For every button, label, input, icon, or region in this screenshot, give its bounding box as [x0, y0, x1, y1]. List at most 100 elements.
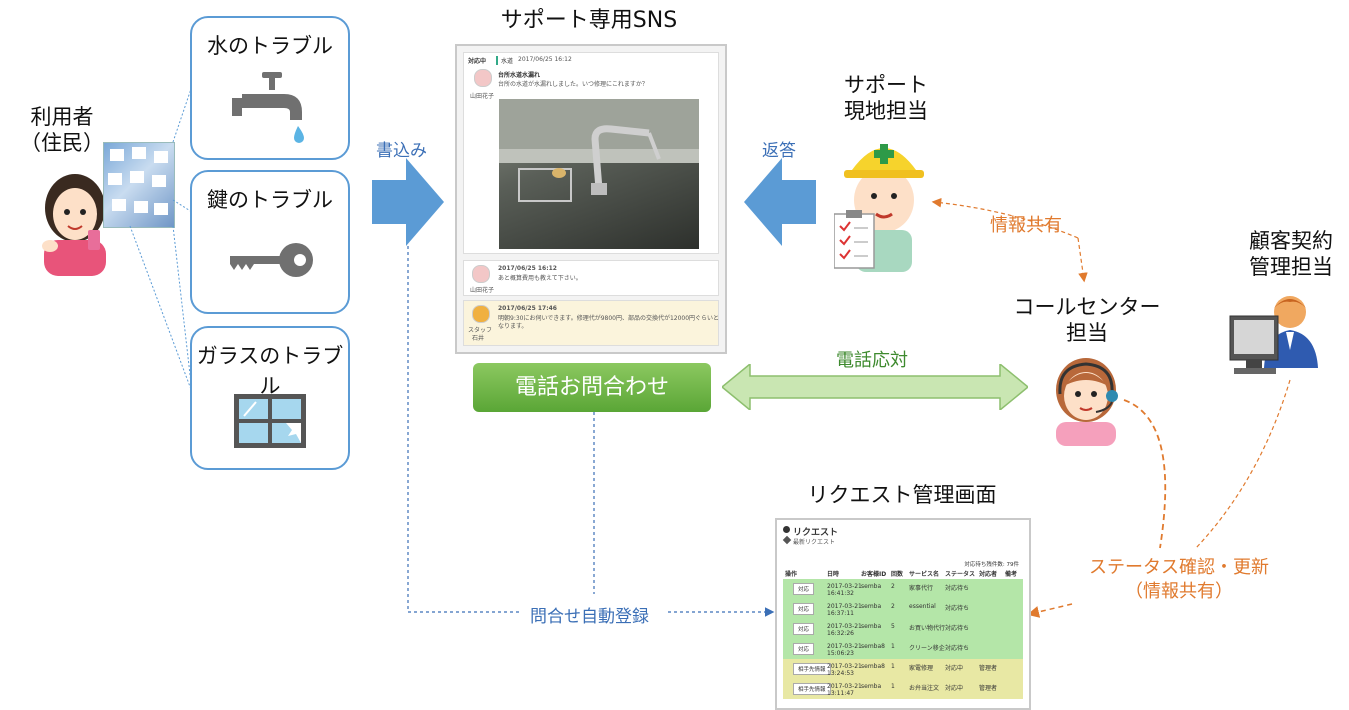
row-action-button[interactable]: 対応 — [793, 603, 815, 615]
key-trouble-box[interactable]: 鍵のトラブル — [190, 170, 350, 314]
info-share-label: 情報共有 — [990, 215, 1062, 236]
user-woman-icon — [42, 174, 106, 276]
glass-trouble-box[interactable]: ガラスのトラブル — [190, 326, 350, 470]
header-datetime: 日時 — [827, 571, 840, 578]
header-customer-id: お客様ID — [861, 571, 887, 578]
row-action-button[interactable]: 相手先情報 — [793, 683, 831, 695]
phone-response-label: 電話応対 — [836, 350, 908, 371]
glass-trouble-label: ガラスのトラブル — [196, 344, 344, 398]
phone-response-arrow — [722, 364, 1028, 410]
sns-category: 水道 — [496, 56, 513, 65]
row-action-button[interactable]: 相手先情報 — [793, 663, 831, 675]
row-count: 1 — [891, 683, 895, 690]
customer-label-line2: 管理担当 — [1249, 255, 1333, 279]
header-action: 操作 — [785, 571, 798, 578]
sns-post3-datetime: 2017/06/25 17:46 — [498, 305, 557, 312]
sns-status: 対応中 — [468, 58, 487, 65]
row-count: 2 — [891, 583, 895, 590]
header-staff: 対応者 — [979, 571, 998, 578]
write-label: 書込み — [376, 141, 427, 161]
sns-post1-subject: 台所水道水漏れ — [498, 72, 541, 79]
sns-post1-author: 山田花子 — [470, 93, 495, 100]
row-date: 2017-03-21 — [827, 683, 862, 690]
faucet-icon — [232, 72, 304, 143]
puzzle-collage-image — [103, 142, 175, 228]
row-action-button[interactable]: 対応 — [793, 623, 815, 635]
user-label: 利用者 （住民） — [12, 104, 112, 156]
sns-post2-datetime: 2017/06/25 16:12 — [498, 265, 557, 272]
row-action-button[interactable]: 対応 — [793, 643, 815, 655]
sns-post-3: 2017/06/25 17:46 明朝9:30にお伺いできます。修理代が9800… — [463, 300, 719, 346]
sns-post3-author-line1: スタッフ — [468, 327, 493, 334]
user-label-line1: 利用者 — [30, 105, 94, 129]
support-label: サポート 現地担当 — [826, 72, 946, 124]
customer-manager-label: 顧客契約 管理担当 — [1236, 228, 1346, 280]
row-customer-id: semba — [861, 683, 882, 690]
support-worker-icon — [834, 144, 924, 272]
row-status: 対応待ち — [945, 605, 970, 612]
write-arrow — [372, 158, 444, 246]
row-count: 1 — [891, 643, 895, 650]
row-staff: 管理者 — [979, 665, 998, 672]
table-header: 操作 日時 お客様ID 回数 サービス名 ステータス 対応者 備考 — [783, 567, 1023, 579]
support-label-line2: 現地担当 — [844, 99, 928, 123]
pending-count: 対応待ち残件数: 79件 — [964, 562, 1019, 568]
status-update-label: ステータス確認・更新 （情報共有） — [1084, 556, 1274, 604]
status-update-line1: ステータス確認・更新 — [1089, 557, 1269, 578]
sns-post1-body: 台所の水道が水漏れしました。いつ修理にこれますか？ — [498, 81, 648, 88]
phone-inquiry-button[interactable]: 電話お問合わせ — [473, 363, 711, 412]
request-screen: リクエスト 最新リクエスト 対応待ち残件数: 79件 操作 日時 お客様ID 回… — [775, 518, 1031, 710]
avatar — [472, 305, 490, 323]
request-page-title: リクエスト — [793, 528, 839, 538]
question-icon — [783, 526, 790, 533]
row-time: 15:06:23 — [827, 650, 854, 657]
reply-label: 返答 — [762, 141, 796, 161]
row-date: 2017-03-21 — [827, 663, 862, 670]
row-count: 1 — [891, 663, 895, 670]
avatar — [472, 265, 490, 283]
auto-register-label: 問合せ自動登録 — [530, 607, 649, 627]
row-count: 5 — [891, 623, 895, 630]
sns-post3-author-line2: 石井 — [472, 335, 485, 342]
row-action-button[interactable]: 対応 — [793, 583, 815, 595]
row-count: 2 — [891, 603, 895, 610]
row-date: 2017-03-21 — [827, 583, 862, 590]
user-label-line2: （住民） — [20, 131, 104, 155]
row-service: 家電修理 — [909, 665, 934, 672]
row-time: 16:32:26 — [827, 630, 854, 637]
row-time: 13:11:47 — [827, 690, 854, 697]
callcenter-operator-icon — [1056, 358, 1118, 446]
row-customer-id: semba — [861, 603, 882, 610]
customer-manager-icon — [1229, 296, 1318, 374]
row-service: お弁当注文 — [909, 685, 940, 692]
reply-arrow — [744, 158, 816, 246]
header-status: ステータス — [945, 571, 976, 578]
row-customer-id: semba8 — [861, 643, 885, 650]
row-date: 2017-03-21 — [827, 623, 862, 630]
row-status: 対応中 — [945, 685, 964, 692]
callcenter-label-line1: コールセンター — [1013, 295, 1161, 319]
row-status: 対応待ち — [945, 645, 970, 652]
sink-photo — [499, 99, 699, 249]
avatar — [474, 69, 492, 87]
water-trouble-label: 水のトラブル — [207, 34, 333, 58]
row-service: essential — [909, 603, 936, 610]
sns-screenshot: 対応中 水道 2017/06/25 16:12 山田花子 台所水道水漏れ 台所の… — [455, 44, 727, 354]
broken-window-icon — [234, 394, 306, 448]
header-service: サービス名 — [909, 571, 940, 578]
sns-post2-body: あと概算費用も教えて下さい。 — [498, 275, 582, 282]
row-service: クリーン移企 — [909, 645, 945, 652]
header-count: 回数 — [891, 571, 904, 578]
sns-post1-datetime: 2017/06/25 16:12 — [518, 56, 572, 63]
water-trouble-box[interactable]: 水のトラブル — [190, 16, 350, 160]
request-screen-title: リクエスト管理画面 — [807, 483, 997, 507]
support-label-line1: サポート — [844, 73, 928, 97]
row-date: 2017-03-21 — [827, 603, 862, 610]
row-status: 対応待ち — [945, 585, 970, 592]
